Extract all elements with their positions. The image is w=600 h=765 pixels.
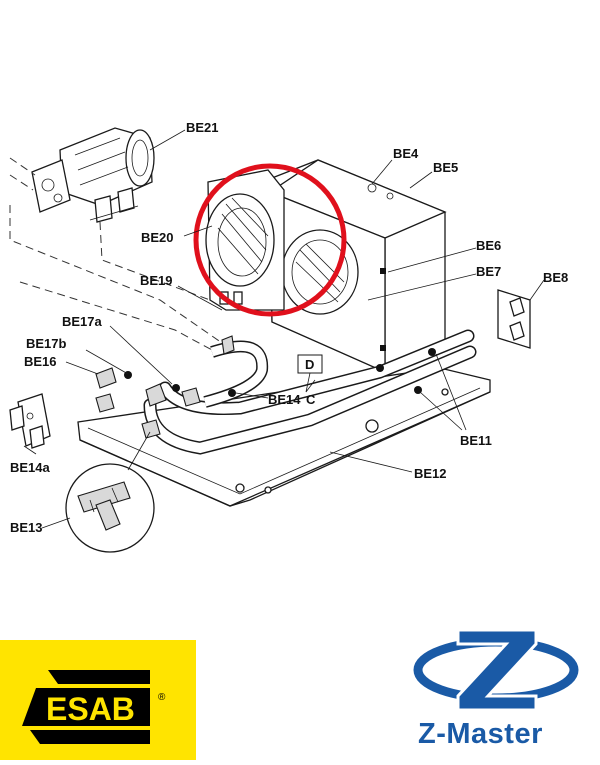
label-be16: BE16 [24,354,57,369]
coolant-pipes [124,329,477,455]
fittings [95,335,235,439]
zmaster-z-icon [413,628,579,712]
label-be21: BE21 [186,120,219,135]
label-be17b: BE17b [26,336,67,351]
label-be14c-letter: C [306,392,316,407]
label-be6: BE6 [476,238,501,253]
label-be11: BE11 [460,433,492,448]
label-be5: BE5 [433,160,458,175]
label-be20: BE20 [141,230,174,245]
esab-logo: ESAB ® [0,640,196,760]
label-be8: BE8 [543,270,568,285]
exploded-parts-diagram: BE21 BE4 BE5 BE20 BE6 BE7 BE8 BE19 BE17a… [9,120,568,553]
fan-assembly [205,169,285,311]
manifold-left [9,393,51,449]
dashed-hose-left [9,205,226,346]
label-be7: BE7 [476,264,501,279]
detail-inset [65,463,155,553]
radiator-housing [268,159,447,373]
label-be4: BE4 [393,146,419,161]
label-callout-d: D [305,357,314,372]
label-be13: BE13 [10,520,43,535]
label-be19: BE19 [140,273,173,288]
label-be12: BE12 [414,466,447,481]
esab-registered-mark: ® [158,692,166,703]
dashed-hose-upper [9,157,36,191]
label-be14a: BE14a [10,460,51,475]
zmaster-logo [400,620,600,760]
label-be14c: BE14 [268,392,301,407]
label-be17a: BE17a [62,314,103,329]
dashed-hose-lower [19,281,213,351]
highlight-circle [193,163,347,317]
leader-lines [23,129,545,529]
zmaster-logo-text: Z-Master [418,718,543,750]
pump-motor [31,127,155,223]
esab-logo-text: ESAB [46,691,135,727]
callout-d-box [297,354,323,393]
connector-right [497,289,531,349]
esab-logo-mark: ESAB ® [22,670,166,744]
base-frame [77,367,491,507]
